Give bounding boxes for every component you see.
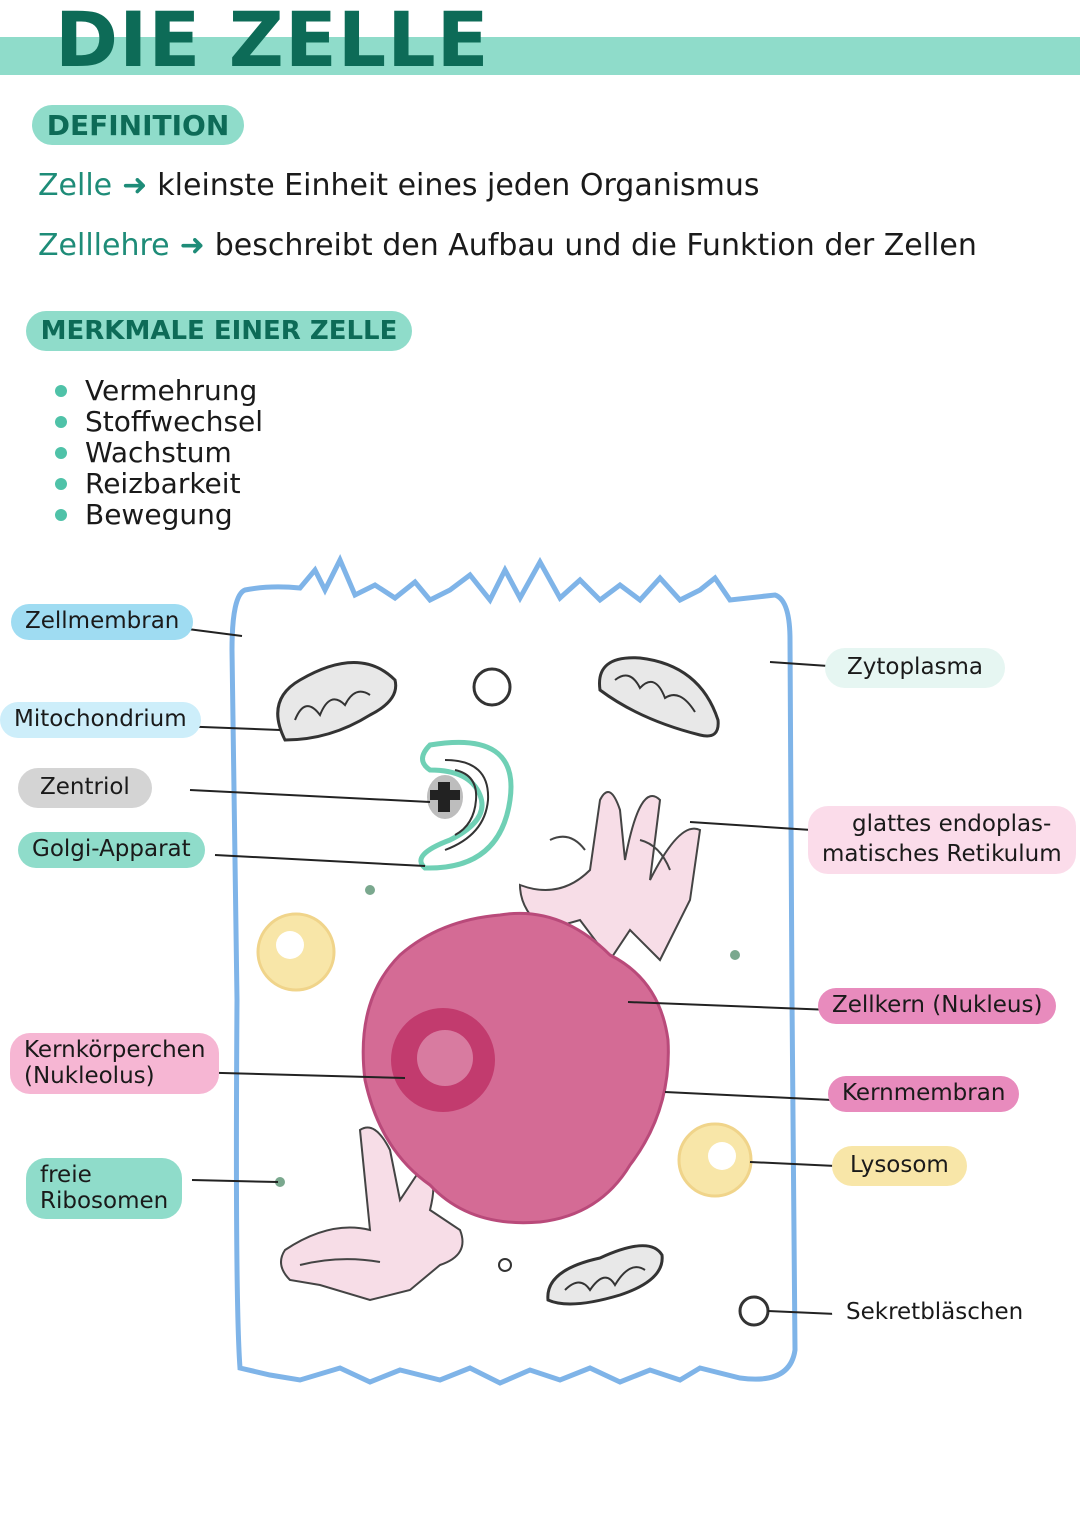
bullet-icon [55, 415, 67, 428]
label-zentriol: Zentriol [18, 768, 152, 808]
definition-heading: DEFINITION [32, 105, 244, 145]
definition-term: Zelle [38, 168, 113, 203]
list-item: Bewegung [55, 499, 263, 530]
ribosome [365, 885, 375, 895]
leader-line-nucleolus [184, 1071, 406, 1079]
label-text: Zellkern (Nukleus) [832, 992, 1043, 1018]
secretory-vesicle [738, 1295, 770, 1327]
leader-line-kernmembran [664, 1091, 833, 1101]
label-text: Lysosom [850, 1152, 949, 1178]
bullet-icon [55, 508, 67, 521]
label-text: Sekretbläschen [846, 1299, 1024, 1325]
label-text: (Nukleolus) [24, 1063, 155, 1090]
label-kernmembran: Kernmembran [828, 1076, 1020, 1112]
label-text: Ribosomen [40, 1188, 169, 1215]
bullet-icon [55, 477, 67, 490]
golgi-apparatus [418, 739, 514, 871]
list-item: Vermehrung [55, 375, 263, 406]
leader-line-zentriol [189, 789, 431, 803]
definition-text: kleinste Einheit eines jeden Organismus [157, 168, 760, 203]
label-text: Zellmembran [25, 608, 180, 634]
label-zytoplasma: Zytoplasma [825, 648, 1006, 688]
label-text: Mitochondrium [14, 706, 187, 732]
leader-line-golgi [214, 854, 426, 867]
label-zellmembran: Zellmembran [11, 604, 194, 640]
definition-heading-text: DEFINITION [46, 108, 230, 142]
label-er: glattes endoplas- matisches Retikulum [808, 806, 1076, 874]
mitochondrion-top-right [598, 656, 720, 738]
mitochondrion-top-left [276, 661, 398, 742]
centriole [427, 775, 463, 819]
list-item-text: Bewegung [85, 498, 233, 531]
features-heading: MERKMALE EINER ZELLE [26, 311, 412, 351]
definition-text: beschreibt den Aufbau und die Funktion d… [214, 228, 977, 263]
lysosome-left [256, 912, 336, 992]
arrow-icon: ➜ [122, 168, 148, 203]
label-zellkern: Zellkern (Nukleus) [818, 988, 1057, 1024]
lysosome-right [677, 1122, 753, 1198]
leader-line-sekret [767, 1310, 837, 1315]
label-text: glattes endoplas- [852, 811, 1052, 837]
definition-row-zelle: Zelle ➜ kleinste Einheit eines jeden Org… [38, 168, 760, 203]
label-golgi: Golgi-Apparat [18, 832, 205, 868]
label-text: matisches Retikulum [822, 840, 1062, 867]
label-text: Kernmembran [842, 1080, 1006, 1106]
label-nucleolus: Kernkörperchen (Nukleolus) [10, 1033, 220, 1094]
arrow-icon: ➜ [179, 228, 205, 263]
ribosome [275, 1177, 285, 1187]
label-text: Zytoplasma [847, 654, 984, 680]
vesicle-top [472, 667, 512, 707]
label-text: freie [40, 1162, 92, 1188]
list-item: Reizbarkeit [55, 468, 263, 499]
list-item: Wachstum [55, 437, 263, 468]
bullet-icon [55, 384, 67, 397]
page-title: DIE ZELLE [55, 0, 490, 84]
features-list: Vermehrung Stoffwechsel Wachstum Reizbar… [55, 375, 263, 530]
label-text: Golgi-Apparat [32, 836, 191, 862]
label-lysosom: Lysosom [832, 1146, 967, 1186]
mitochondrion-bottom [546, 1244, 664, 1306]
features-heading-text: MERKMALE EINER ZELLE [40, 316, 398, 346]
list-item-text: Stoffwechsel [85, 405, 264, 438]
definition-row-zelllehre: Zelllehre ➜ beschreibt den Aufbau und di… [38, 228, 977, 263]
list-item: Stoffwechsel [55, 406, 263, 437]
list-item-text: Vermehrung [85, 374, 258, 407]
leader-line-lysosom [749, 1161, 837, 1167]
leader-line-ribosomen [191, 1179, 279, 1183]
title-bar [0, 37, 1080, 75]
nucleolus-center [417, 1030, 473, 1086]
bullet-icon [55, 446, 67, 459]
label-text: Kernkörperchen [24, 1037, 206, 1063]
label-mitochondrium: Mitochondrium [0, 702, 201, 738]
leader-line-zellkern [627, 1001, 833, 1011]
label-sekret: Sekretbläschen [832, 1295, 1038, 1331]
label-ribosomen: freie Ribosomen [26, 1158, 183, 1219]
label-text: Zentriol [40, 774, 130, 800]
nucleus [361, 911, 670, 1225]
vesicle-small [498, 1258, 512, 1272]
list-item-text: Reizbarkeit [85, 467, 241, 500]
list-item-text: Wachstum [85, 436, 232, 469]
ribosome [730, 950, 740, 960]
definition-term: Zelllehre [38, 228, 170, 263]
